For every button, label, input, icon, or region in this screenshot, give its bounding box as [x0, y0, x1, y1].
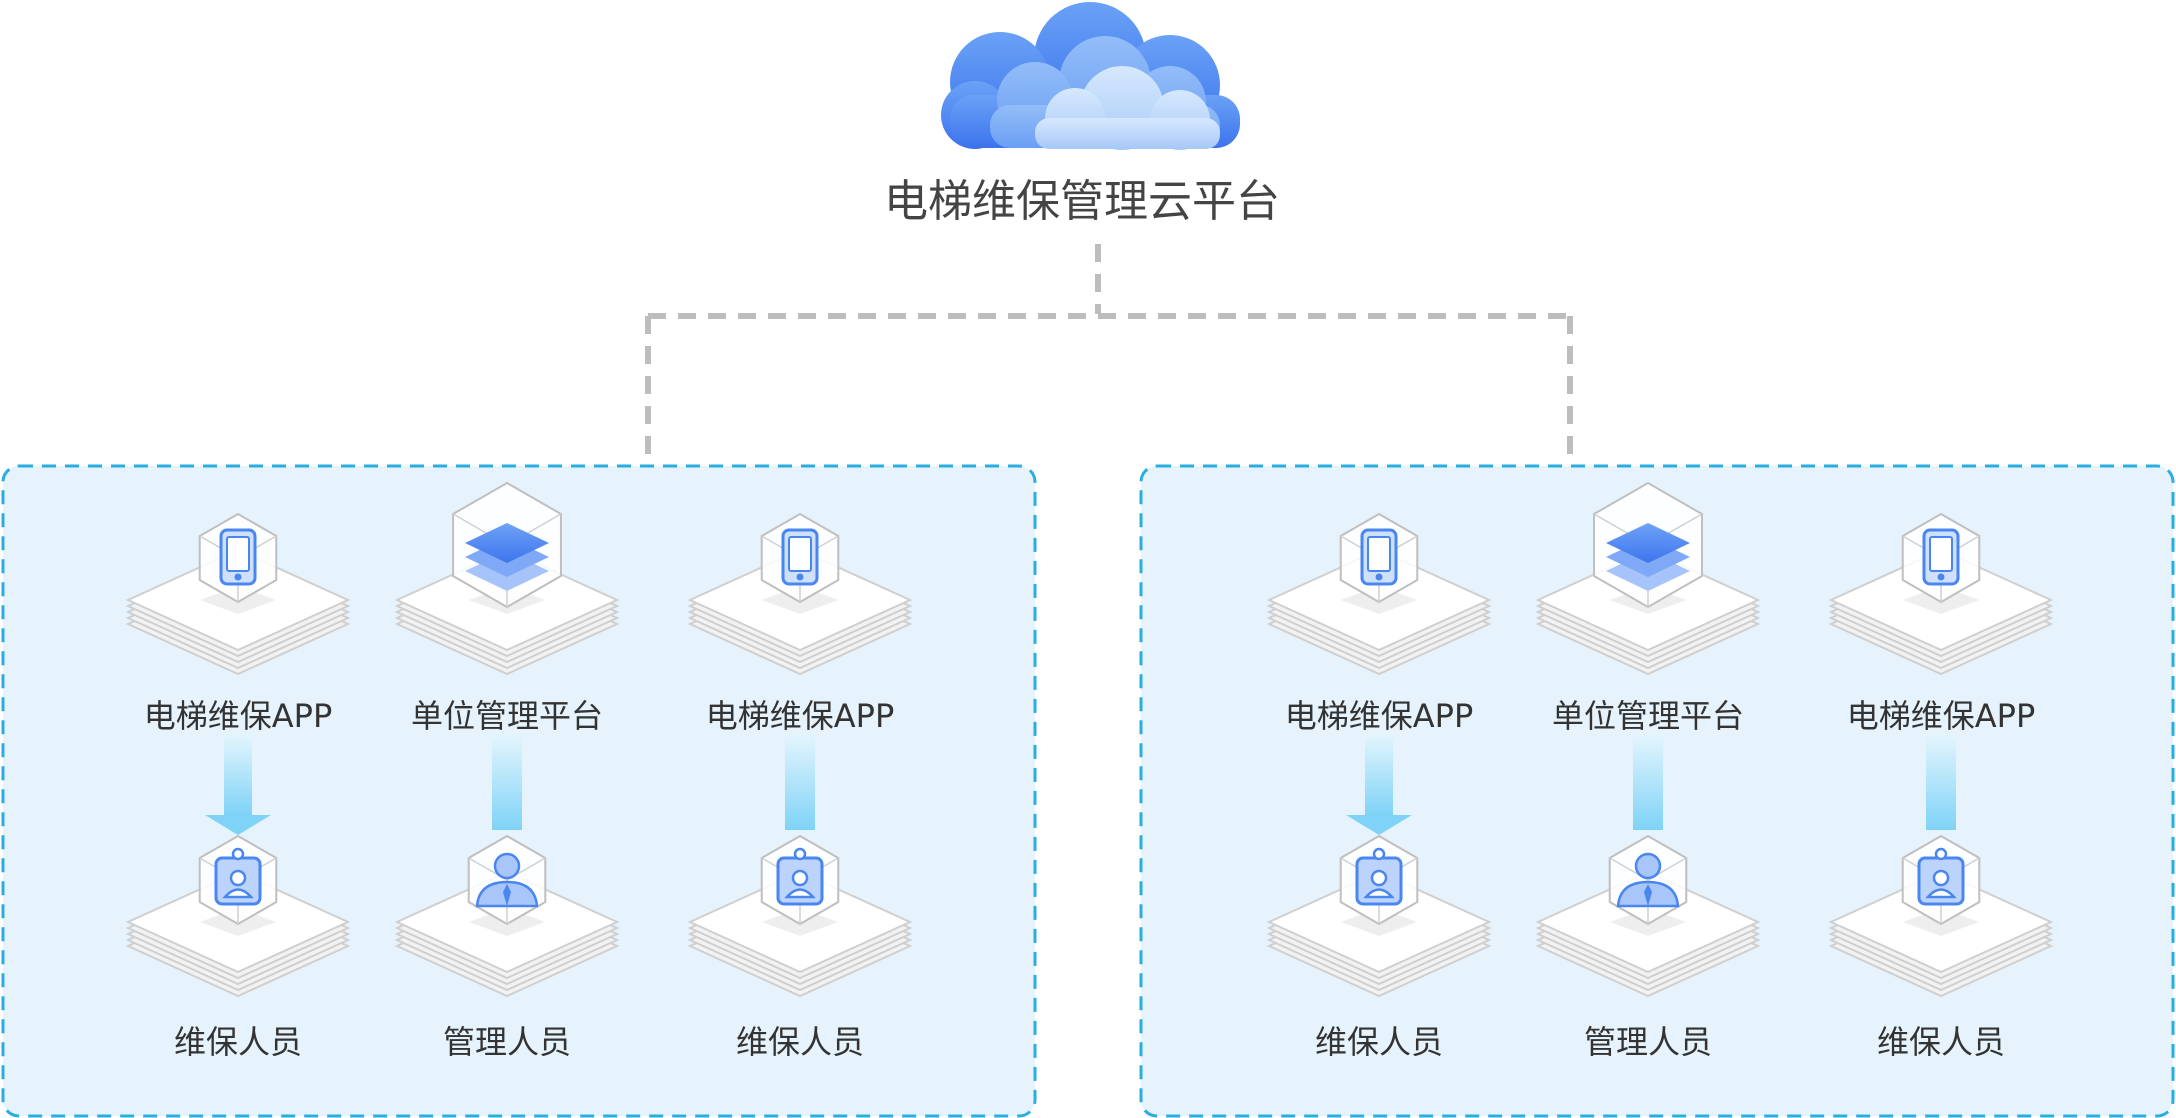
platform-title: 电梯维保管理云平台: [884, 176, 1280, 227]
cloud-icon: [941, 2, 1240, 150]
system-label: 电梯维保APP: [1847, 697, 2036, 735]
system-node: 电梯维保APP 维保人员: [687, 512, 913, 1061]
connector-bar: [785, 735, 815, 830]
person-label: 维保人员: [174, 1023, 302, 1061]
system-node: 电梯维保APP 维保人员: [1828, 512, 2054, 1061]
manager-person-icon: [1616, 852, 1680, 908]
phone-icon: [781, 528, 819, 586]
badge-person-icon: [1355, 847, 1403, 906]
phone-icon: [1922, 528, 1960, 586]
phone-icon: [1360, 528, 1398, 586]
down-arrow-icon: [205, 735, 271, 835]
manager-person-icon: [475, 852, 539, 908]
down-arrow-icon: [1346, 735, 1412, 835]
system-node: 电梯维保APP 维保人员: [1266, 512, 1492, 1061]
connector-lines: [645, 244, 1573, 460]
system-label: 单位管理平台: [411, 697, 603, 735]
badge-person-icon: [776, 847, 824, 906]
badge-person-icon: [214, 847, 262, 906]
system-label: 单位管理平台: [1552, 697, 1744, 735]
system-label: 电梯维保APP: [144, 697, 333, 735]
person-label: 维保人员: [1315, 1023, 1443, 1061]
system-label: 电梯维保APP: [1285, 697, 1474, 735]
system-label: 电梯维保APP: [706, 697, 895, 735]
connector-bar: [492, 735, 522, 830]
person-label: 管理人员: [443, 1023, 571, 1061]
phone-icon: [219, 528, 257, 586]
person-label: 维保人员: [736, 1023, 864, 1061]
connector-bar: [1926, 735, 1956, 830]
connector-bar: [1633, 735, 1663, 830]
person-label: 维保人员: [1877, 1023, 2005, 1061]
badge-person-icon: [1917, 847, 1965, 906]
layers-icon: [1606, 523, 1690, 591]
person-label: 管理人员: [1584, 1023, 1712, 1061]
system-node: 电梯维保APP 维保人员: [125, 512, 351, 1061]
layers-icon: [465, 523, 549, 591]
